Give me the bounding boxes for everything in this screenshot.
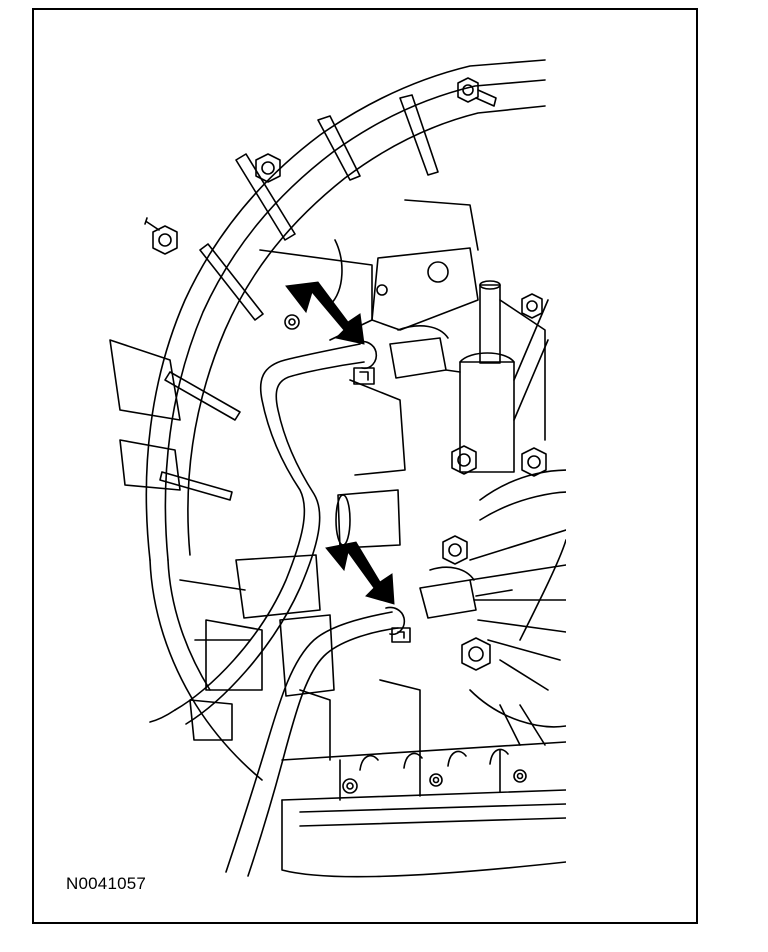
figure-id-label: N0041057	[66, 874, 147, 893]
fitting-bodies	[389, 325, 513, 619]
case-castings	[109, 239, 406, 741]
upper-callout-arrow-icon	[285, 281, 365, 345]
shift-shaft	[459, 280, 549, 473]
housing-bolts	[144, 77, 547, 794]
callout-arrows	[285, 281, 395, 605]
figure-frame	[32, 8, 698, 924]
lower-callout-arrow-icon	[325, 541, 395, 605]
lower-cooler-line	[225, 611, 399, 877]
ring-gear	[469, 469, 566, 746]
oil-pan	[281, 679, 566, 878]
upper-cooler-line	[149, 343, 365, 725]
line-clamps	[353, 340, 411, 643]
bell-housing	[145, 59, 546, 781]
